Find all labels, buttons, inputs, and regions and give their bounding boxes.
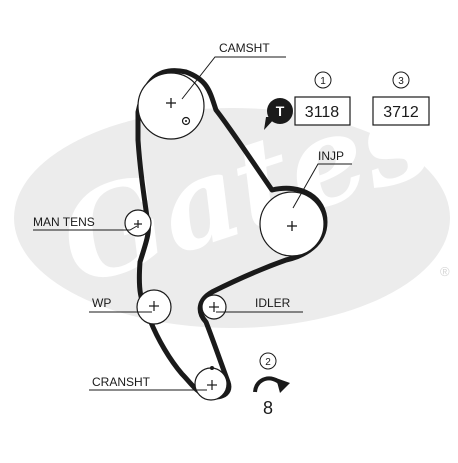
step-1-circle: [314, 71, 332, 89]
injection-pump-label: INJP: [318, 149, 344, 163]
step-1-group: 1 T 3118: [264, 71, 351, 130]
idler-center-plus-icon: [209, 302, 219, 312]
manual-tensioner-leader: [33, 225, 138, 231]
crankshaft-label: CRANSHT: [92, 375, 151, 389]
belt-part-number: 3712: [383, 104, 419, 121]
tool-part-number: 3118: [305, 104, 340, 121]
step-2-circle: [259, 352, 277, 370]
injection-pump-center-plus-icon: [287, 221, 297, 231]
manual-tensioner-center-plus-icon: [134, 220, 142, 228]
torque-value: 8: [263, 398, 273, 418]
tool-badge-letter: T: [276, 103, 285, 119]
camshaft-label: CAMSHT: [219, 41, 270, 55]
timing-belt: [135, 68, 328, 400]
step-3-number: 3: [398, 76, 404, 87]
water-pump-label: WP: [92, 296, 111, 310]
idler-label: IDLER: [255, 296, 291, 310]
step-3-circle: [392, 71, 410, 89]
watermark-ellipse: [14, 108, 450, 328]
injection-pump-pulley: [259, 191, 325, 257]
gates-watermark: Gates ®: [14, 62, 450, 328]
camshaft-leader: [181, 56, 286, 100]
tool-badge-icon: T: [264, 98, 293, 130]
manual-tensioner-pulley: [124, 209, 152, 237]
tool-part-box: [294, 96, 351, 126]
step-2-group: 2 8: [253, 352, 290, 418]
water-pump-pulley: [136, 289, 172, 325]
crankshaft-timing-dot: [210, 366, 214, 370]
belt-part-box: [372, 96, 430, 126]
water-pump-center-plus-icon: [149, 301, 159, 311]
crankshaft-pulley: [194, 366, 228, 401]
curved-arrow-icon: [253, 376, 290, 393]
leader-lines: [33, 56, 352, 391]
watermark-registered-mark: ®: [440, 264, 450, 279]
camshaft-ring-dot-icon: [181, 116, 191, 126]
idler-pulley: [201, 294, 227, 320]
step-1-number: 1: [320, 76, 326, 87]
crankshaft-center-plus-icon: [207, 380, 217, 390]
step-3-group: 3 3712: [372, 71, 430, 126]
camshaft-pulley: [137, 72, 205, 140]
injection-pump-leader: [292, 163, 352, 209]
manual-tensioner-label: MAN TENS: [33, 215, 95, 229]
camshaft-center-plus-icon: [166, 98, 176, 108]
step-2-number: 2: [265, 357, 271, 368]
